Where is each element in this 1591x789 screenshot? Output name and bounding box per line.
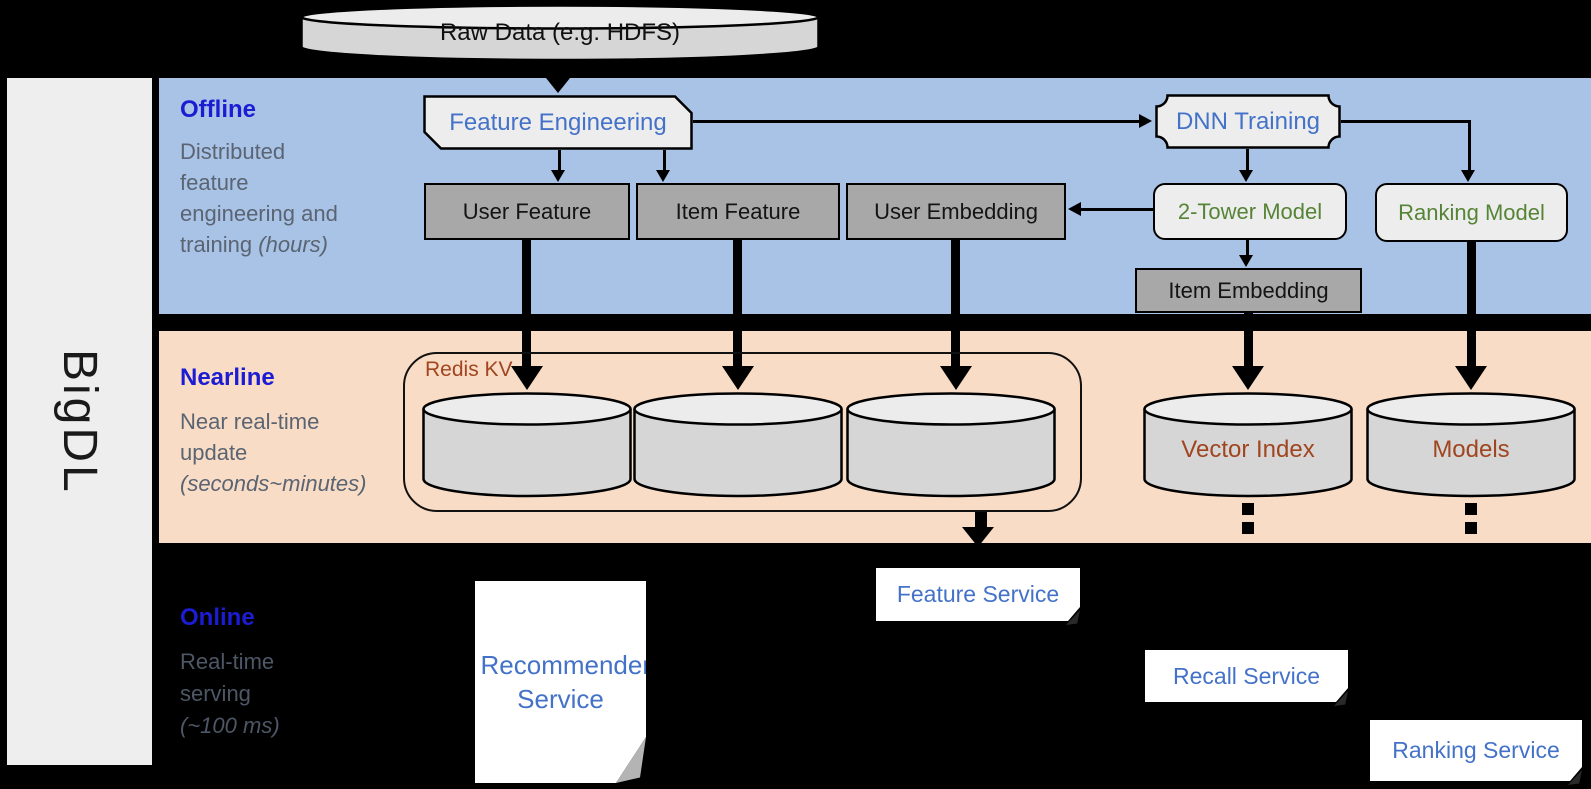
cylinder-icon <box>1366 392 1576 498</box>
recommender-service-node: Recommender Service <box>475 581 646 783</box>
ranking-model-label: Ranking Model <box>1398 199 1545 225</box>
snip-rect-shape <box>423 95 693 150</box>
ranking-service-node: Ranking Service <box>1370 720 1582 781</box>
pipe-itemfeature-to-redis <box>733 240 742 368</box>
redis-kv-label: Redis KV <box>425 358 513 381</box>
line-dnn-to-twotower <box>1246 149 1249 171</box>
arrowhead-dnn-to-rankingmodel <box>1461 170 1475 182</box>
pipehead-rankingmodel <box>1455 366 1487 390</box>
recall-service-label: Recall Service <box>1173 662 1320 689</box>
bigdl-sidebar: BigDL <box>7 78 152 765</box>
recall-service-node: Recall Service <box>1145 650 1348 702</box>
pipe-itemembedding-to-vectorindex <box>1244 313 1253 368</box>
dash-vectorindex-2 <box>1242 522 1254 534</box>
plaque-shape <box>1155 94 1341 149</box>
two-tower-model-node: 2-Tower Model <box>1153 183 1347 240</box>
nearline-band-title: Nearline <box>180 364 275 391</box>
two-tower-model-label: 2-Tower Model <box>1177 198 1323 224</box>
item-embedding-label: Item Embedding <box>1168 277 1329 303</box>
ranking-model-node: Ranking Model <box>1375 183 1568 242</box>
pipe-redis-to-featureservice <box>975 512 987 529</box>
arrowhead-rawdata-to-fe <box>546 78 570 93</box>
redis-cylinder-2 <box>633 392 843 498</box>
pipehead-itemembedding <box>1232 366 1264 390</box>
pipe-userembedding-to-redis <box>951 240 960 368</box>
nearline-band-subtitle: Near real-time update (seconds~minutes) <box>180 409 367 496</box>
feature-service-node: Feature Service <box>876 568 1080 621</box>
pipe-userfeature-to-redis <box>522 240 531 368</box>
redis-kv-container <box>403 352 1082 512</box>
models-label: Models <box>1432 436 1510 463</box>
line-twotower-to-userembedding <box>1081 208 1153 211</box>
dnn-training-node: DNN Training <box>1155 94 1341 149</box>
feature-service-label: Feature Service <box>896 581 1060 607</box>
pipehead-itemfeature <box>722 366 754 390</box>
line-twotower-to-itemembedding <box>1246 240 1249 256</box>
dash-models-1 <box>1465 503 1477 515</box>
ranking-service-label: Ranking Service <box>1392 737 1560 763</box>
pipehead-userembedding <box>940 366 972 390</box>
dash-vectorindex-1 <box>1242 503 1254 515</box>
user-feature-label: User Feature <box>462 198 592 224</box>
user-embedding-node: User Embedding <box>846 183 1066 240</box>
vector-index-store: Vector Index <box>1143 392 1353 498</box>
feature-engineering-node: Feature Engineering <box>423 95 693 150</box>
item-feature-label: Item Feature <box>675 198 801 224</box>
feature-engineering-label: Feature Engineering <box>449 108 667 136</box>
pipehead-redis-to-featureservice <box>962 527 994 547</box>
arrowhead-twotower-to-itemembedding <box>1239 255 1253 267</box>
arrowhead-fe-to-itemfeature <box>656 170 670 182</box>
redis-cylinder-1 <box>422 392 632 498</box>
line-dnn-to-rankingmodel-v <box>1468 120 1471 171</box>
item-embedding-node: Item Embedding <box>1135 268 1362 313</box>
user-feature-node: User Feature <box>424 183 630 240</box>
line-dnn-to-rankingmodel-h <box>1341 120 1471 123</box>
pipe-rankingmodel-to-models <box>1467 242 1476 368</box>
user-embedding-label: User Embedding <box>874 198 1038 224</box>
raw-data-store: Raw Data (e.g. HDFS) <box>300 4 820 62</box>
bigdl-logo-text: BigDL <box>53 348 106 495</box>
recommender-service-label: Recommender Service <box>480 650 652 714</box>
line-fe-to-dnn <box>693 120 1139 123</box>
line-fe-to-userfeature <box>558 150 561 171</box>
arrowhead-fe-to-userfeature <box>551 170 565 182</box>
vector-index-label: Vector Index <box>1181 436 1315 463</box>
cylinder-icon <box>300 4 820 62</box>
redis-cylinder-3 <box>846 392 1056 498</box>
arrowhead-fe-to-dnn <box>1139 114 1152 128</box>
dash-models-2 <box>1465 522 1477 534</box>
pipehead-userfeature <box>511 366 543 390</box>
online-band-subtitle: Real-time serving (~100 ms) <box>180 649 280 738</box>
line-fe-to-itemfeature <box>663 150 666 171</box>
item-feature-node: Item Feature <box>636 183 840 240</box>
cylinder-icon <box>1143 392 1353 498</box>
dnn-training-label: DNN Training <box>1175 107 1321 135</box>
online-band-title: Online <box>180 604 255 631</box>
raw-data-label: Raw Data (e.g. HDFS) <box>439 19 681 46</box>
arrow-rawdata-to-fe <box>555 60 562 80</box>
arrowhead-twotower-to-userembedding <box>1068 202 1081 216</box>
offline-band-title: Offline <box>180 96 256 123</box>
arrowhead-dnn-to-twotower <box>1239 170 1253 182</box>
models-store: Models <box>1366 392 1576 498</box>
offline-band-subtitle: Distributed feature engineering and trai… <box>180 139 338 257</box>
